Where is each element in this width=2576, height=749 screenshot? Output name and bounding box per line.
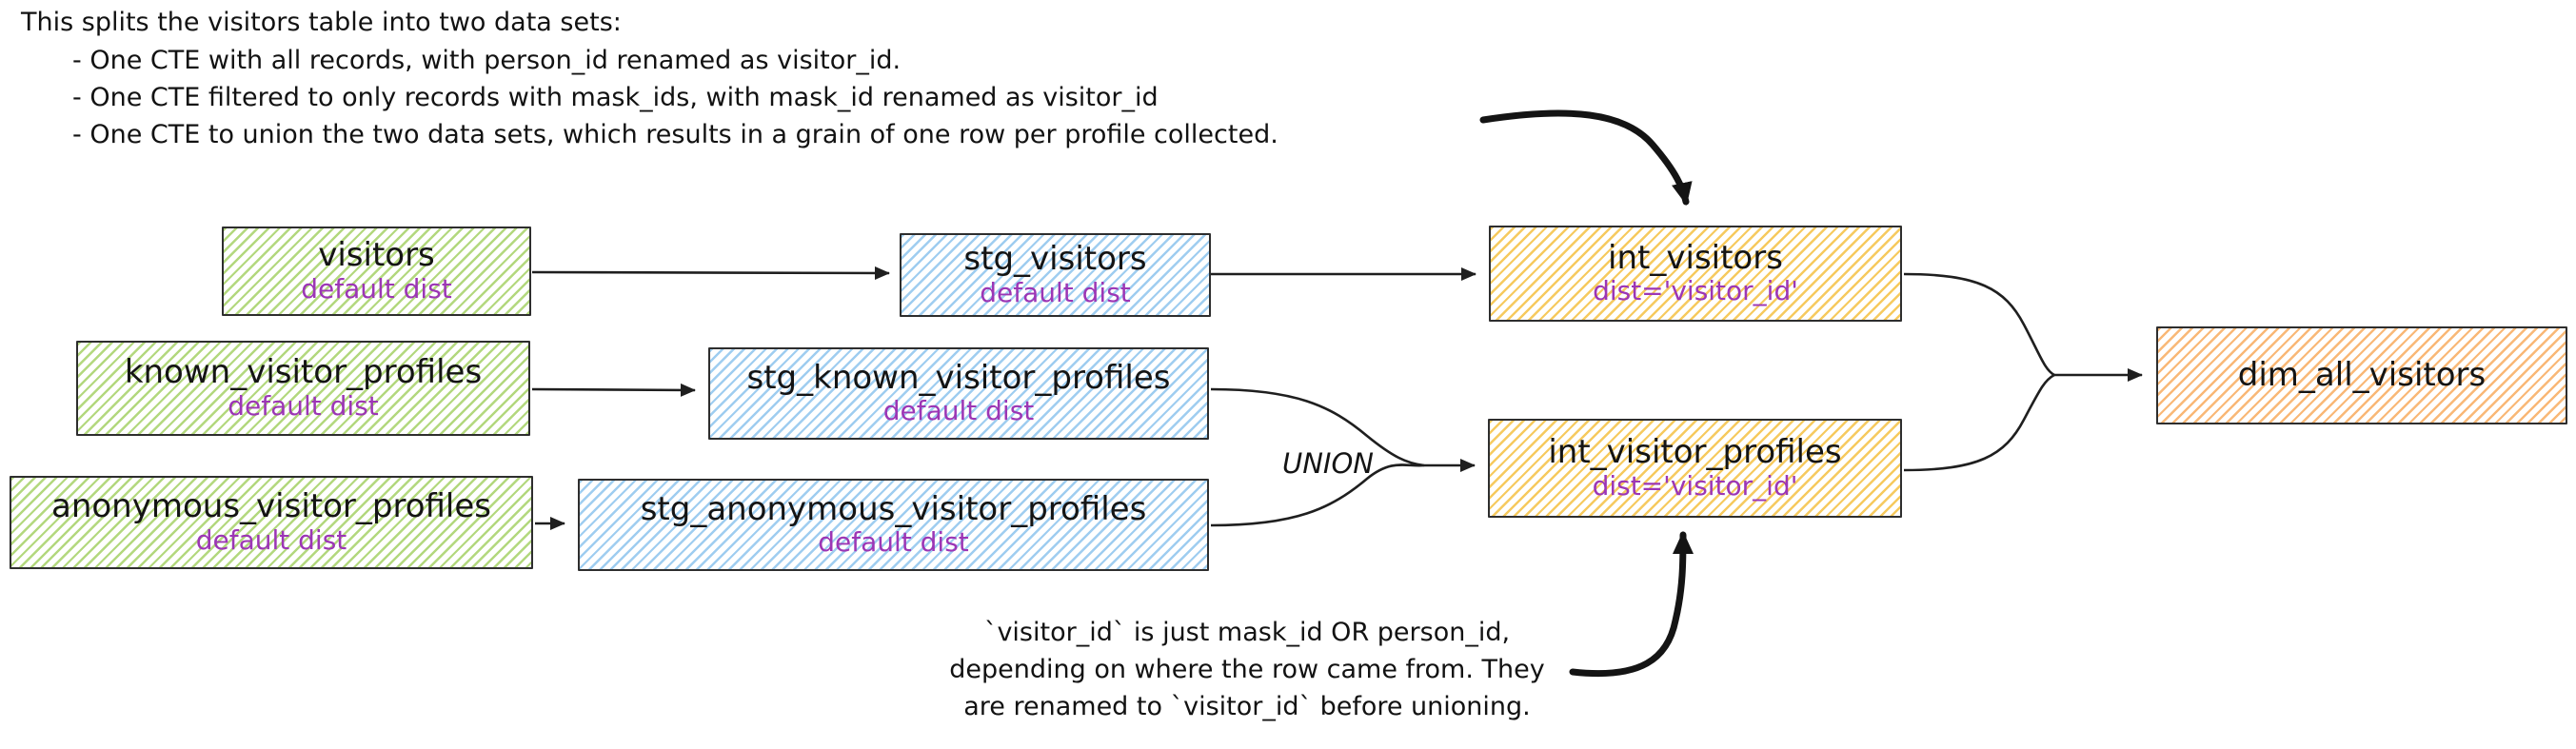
node-subtitle: default dist xyxy=(228,389,379,422)
node-anonymous-visitor-profiles: anonymous_visitor_profiles default dist xyxy=(10,476,533,569)
merge-branch-from-int-visitors xyxy=(1903,272,2055,377)
bottom-note: `visitor_id` is just mask_id OR person_i… xyxy=(900,614,1595,725)
node-subtitle: default dist xyxy=(301,272,452,305)
node-subtitle: default dist xyxy=(980,276,1131,308)
union-label: UNION xyxy=(1282,447,1374,480)
node-subtitle: dist='visitor_id' xyxy=(1592,469,1798,502)
bottom-note-line-3: are renamed to `visitor_id` before union… xyxy=(963,692,1531,721)
node-title: stg_anonymous_visitor_profiles xyxy=(640,489,1147,528)
union-branch-from-stg-anon xyxy=(1210,463,1425,527)
top-note-bullet-2: - One CTE filtered to only records with … xyxy=(72,83,1159,112)
node-subtitle: default dist xyxy=(818,526,969,559)
note-arrow-bottom-to-int-visitor-profiles xyxy=(1569,531,1694,678)
node-dim-all-visitors: dim_all_visitors xyxy=(2156,326,2567,424)
top-note-bullet-3: - One CTE to union the two data sets, wh… xyxy=(72,120,1278,149)
node-int-visitor-profiles: int_visitor_profiles dist='visitor_id' xyxy=(1488,419,1902,518)
arrow-visitors-to-stg-visitors xyxy=(531,266,890,280)
merge-branch-from-int-visitor-profiles xyxy=(1903,373,2055,472)
node-title: known_visitor_profiles xyxy=(124,353,483,392)
node-stg-known-visitor-profiles: stg_known_visitor_profiles default dist xyxy=(708,347,1209,440)
node-stg-anonymous-visitor-profiles: stg_anonymous_visitor_profiles default d… xyxy=(578,479,1209,571)
node-subtitle: default dist xyxy=(882,395,1035,427)
node-stg-visitors: stg_visitors default dist xyxy=(900,233,1211,317)
node-title: int_visitor_profiles xyxy=(1548,433,1842,472)
node-visitors: visitors default dist xyxy=(222,227,531,316)
node-subtitle: dist='visitor_id' xyxy=(1593,275,1798,307)
note-arrow-top-to-int-visitors xyxy=(1479,109,1693,206)
node-title: stg_known_visitor_profiles xyxy=(746,358,1171,397)
bottom-note-line-2: depending on where the row came from. Th… xyxy=(949,655,1545,684)
node-title: int_visitors xyxy=(1608,238,1783,277)
union-branch-from-stg-known xyxy=(1210,387,1425,467)
node-subtitle: default dist xyxy=(195,523,347,556)
node-title: anonymous_visitor_profiles xyxy=(51,487,491,526)
node-known-visitor-profiles: known_visitor_profiles default dist xyxy=(76,341,530,436)
top-note-bullet-1: - One CTE with all records, with person_… xyxy=(72,46,902,75)
node-title: visitors xyxy=(318,236,435,275)
node-int-visitors: int_visitors dist='visitor_id' xyxy=(1489,226,1902,322)
node-title: stg_visitors xyxy=(963,240,1147,279)
bottom-note-line-1: `visitor_id` is just mask_id OR person_i… xyxy=(983,618,1511,647)
node-title: dim_all_visitors xyxy=(2237,355,2487,394)
arrow-known-to-stg-known xyxy=(531,383,696,397)
top-note-intro: This splits the visitors table into two … xyxy=(21,8,622,37)
